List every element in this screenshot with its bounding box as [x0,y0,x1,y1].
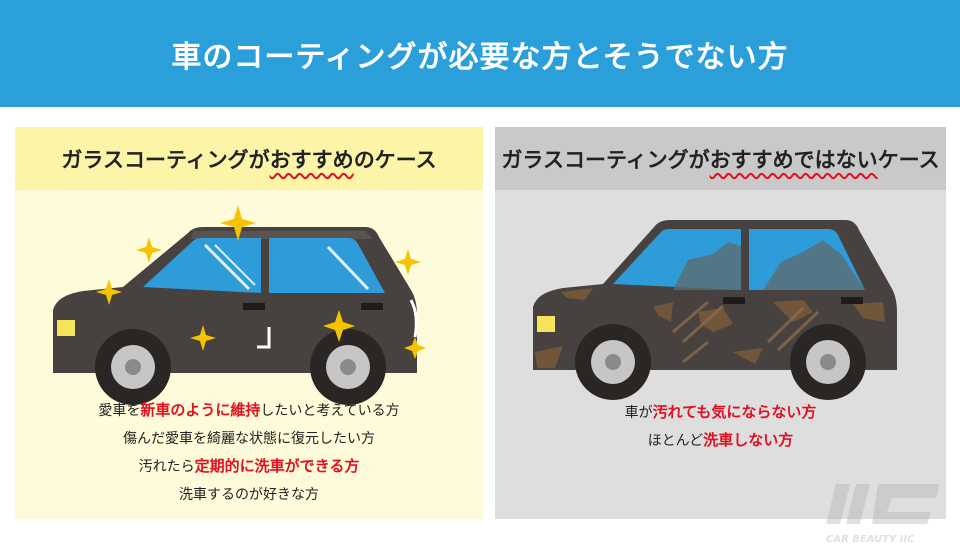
recommended-panel: ガラスコーティングがおすすめのケース [15,127,483,519]
not-recommended-panel-header: ガラスコーティングがおすすめではないケース [495,127,946,190]
not-recommended-list: 車が汚れても気にならない方 ほとんど洗車しない方 [495,399,946,455]
recommended-item: 洗車するのが好きな方 [179,487,319,503]
svg-text:CAR BEAUTY IIC: CAR BEAUTY IIC [826,534,915,545]
not-recommended-item: 車が汚れても気にならない方 [624,403,817,421]
brand-watermark-logo: CAR BEAUTY IIC [826,484,940,545]
clean-car-illustration [53,205,426,405]
recommended-item: 傷んだ愛車を綺麗な状態に復元したい方 [123,431,375,447]
not-recommended-panel: ガラスコーティングがおすすめではないケース [495,127,946,519]
not-recommended-item: ほとんど洗車しない方 [647,431,794,449]
not-recommended-heading: ガラスコーティングがおすすめではないケース [501,147,940,172]
recommended-list: 愛車を新車のように維持したいと考えている方 傷んだ愛車を綺麗な状態に復元したい方… [15,397,483,509]
recommended-item: 愛車を新車のように維持したいと考えている方 [98,401,400,419]
recommended-panel-header: ガラスコーティングがおすすめのケース [15,127,483,190]
page-title: 車のコーティングが必要な方とそうでない方 [171,39,789,75]
recommended-item: 汚れたら定期的に洗車ができる方 [138,457,360,475]
dirty-car-illustration [533,220,897,400]
recommended-heading: ガラスコーティングがおすすめのケース [61,147,437,172]
header-banner: 車のコーティングが必要な方とそうでない方 [0,0,960,107]
